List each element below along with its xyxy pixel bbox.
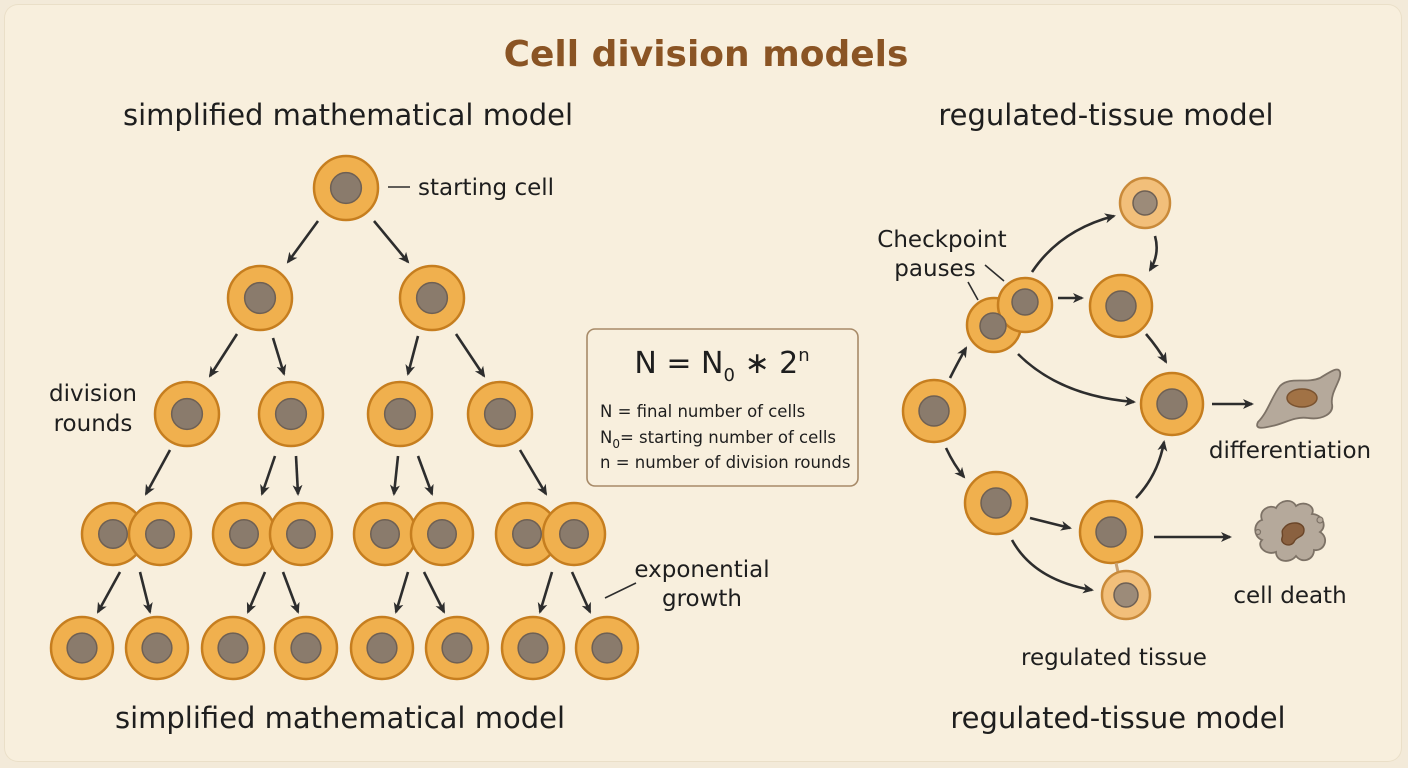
tissue-cell <box>1100 569 1152 621</box>
checkpoint-label-line1: Checkpoint <box>877 227 1006 253</box>
cell-round-4 <box>273 615 339 681</box>
formula-legend-line1: N = final number of cells <box>600 402 805 421</box>
division-arrow <box>416 455 434 496</box>
cell-round-2 <box>257 380 325 448</box>
formula-box: N = N0 ∗ 2n N = final number of cells N0… <box>586 328 859 487</box>
division-arrow <box>144 449 172 496</box>
cell-round-4 <box>574 615 640 681</box>
checkpoint-leader-1 <box>984 264 1005 282</box>
tree-arrows <box>96 220 592 614</box>
tissue-cell <box>1078 499 1144 565</box>
regulated-tissue-label: regulated tissue <box>1021 645 1207 671</box>
tissue-cell <box>1088 273 1154 339</box>
tissue-arrows <box>944 213 1254 594</box>
division-arrow <box>570 571 592 614</box>
dividing-cell <box>352 501 475 567</box>
division-arrow <box>208 333 239 378</box>
checkpoint-leader-2 <box>967 281 979 301</box>
exponential-growth-label-line1: exponential <box>634 557 769 583</box>
division-arrow <box>405 335 420 376</box>
cell-round-4 <box>424 615 490 681</box>
cell-round-2 <box>366 380 434 448</box>
division-arrow <box>96 571 122 614</box>
exponential-growth-leader <box>604 582 637 599</box>
division-arrow <box>454 333 486 378</box>
cell-round-4 <box>49 615 115 681</box>
formula: N = N0 ∗ 2n <box>634 345 809 386</box>
formula-legend-line2: N0= starting number of cells <box>600 428 836 451</box>
cell-death-label: cell death <box>1233 583 1346 609</box>
differentiated-cell <box>1256 368 1342 429</box>
differentiation-label: differentiation <box>1209 438 1371 464</box>
dividing-cell <box>80 501 193 567</box>
right-heading: regulated-tissue model <box>938 98 1273 132</box>
division-arrow <box>286 220 320 264</box>
cell-round-4 <box>124 615 190 681</box>
cell-round-1 <box>226 264 294 332</box>
division-arrow <box>422 571 446 614</box>
dividing-cell <box>494 501 607 567</box>
tissue-cell-doublet <box>965 276 1054 354</box>
tissue-cell <box>1118 176 1172 230</box>
cell-round-4 <box>349 615 415 681</box>
right-footer: regulated-tissue model <box>950 701 1285 735</box>
formula-legend-line3: n = number of division rounds <box>600 453 850 472</box>
division-arrow <box>518 449 548 496</box>
starting-cell <box>312 154 380 222</box>
division-arrow <box>260 455 277 496</box>
cell-round-4 <box>200 615 266 681</box>
dying-cell <box>1254 500 1327 562</box>
cell-round-4 <box>500 615 566 681</box>
tissue-cells <box>901 176 1205 621</box>
division-arrow <box>537 571 554 614</box>
left-heading: simplified mathematical model <box>123 98 573 132</box>
checkpoint-label-line2: pauses <box>894 256 975 282</box>
left-footer: simplified mathematical model <box>115 701 565 735</box>
division-arrow <box>138 571 153 614</box>
division-arrow <box>393 571 410 614</box>
division-arrow <box>246 571 267 614</box>
dividing-cell <box>211 501 334 567</box>
division-arrow <box>372 220 410 264</box>
cell-round-1 <box>398 264 466 332</box>
exponential-growth-label-line2: growth <box>662 586 742 612</box>
tissue-cell <box>963 470 1029 536</box>
division-arrow <box>292 455 303 496</box>
division-rounds-label-line2: rounds <box>54 411 133 437</box>
tissue-cell <box>1139 371 1205 437</box>
tree-cells <box>49 154 640 681</box>
cell-round-2 <box>466 380 534 448</box>
division-arrow <box>271 337 287 376</box>
tissue-cell <box>901 378 967 444</box>
cell-round-2 <box>153 380 221 448</box>
division-rounds-label-line1: division <box>49 381 137 407</box>
division-arrow <box>389 455 400 496</box>
starting-cell-label: starting cell <box>418 175 554 201</box>
diagram-title: Cell division models <box>504 34 909 75</box>
division-arrow <box>281 571 300 614</box>
